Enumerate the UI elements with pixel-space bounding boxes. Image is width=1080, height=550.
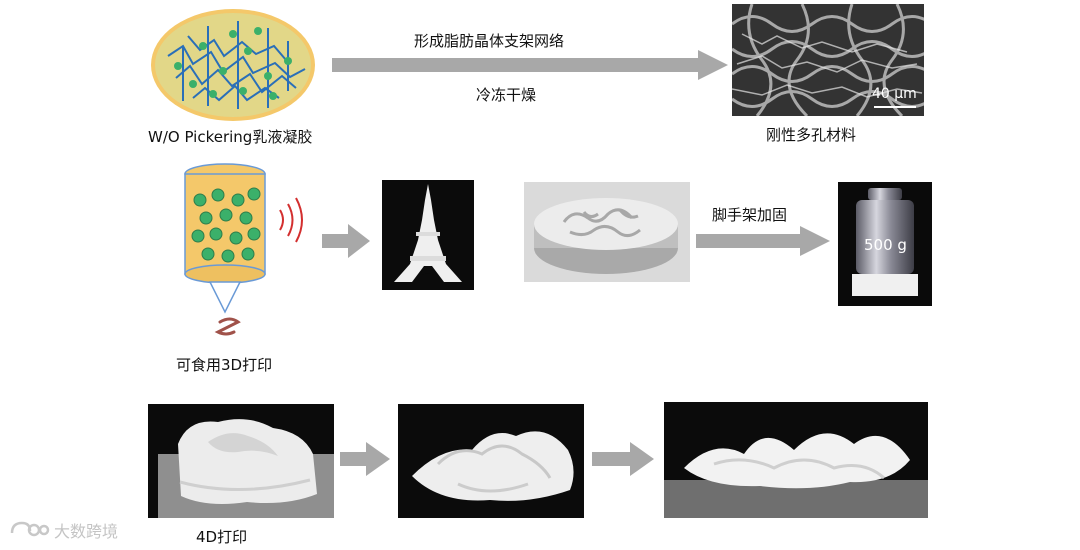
sem-scale-label: 40 μm xyxy=(872,86,917,102)
rigid-porous-material-label: 刚性多孔材料 xyxy=(766,126,857,144)
emulsion-gel-label: W/O Pickering乳液凝胶 xyxy=(148,128,313,146)
printed-disc-image xyxy=(524,182,690,282)
emulsion-gel-diagram xyxy=(151,9,315,121)
4d-print-stage-1-image xyxy=(148,404,334,518)
arrow-bottom-label: 冷冻干燥 xyxy=(476,86,537,104)
scaffold-reinforcement-label: 脚手架加固 xyxy=(712,206,788,224)
process-arrow-right xyxy=(696,226,830,256)
eiffel-tower-print-image xyxy=(382,180,474,290)
sem-micrograph-image: 40 μm xyxy=(732,4,924,116)
4d-print-stage-3-image xyxy=(664,402,928,518)
watermark: 大数跨境 xyxy=(8,518,118,542)
4d-print-stage-2-image xyxy=(398,404,584,518)
4d-printing-label: 4D打印 xyxy=(196,528,248,546)
process-arrow-right xyxy=(322,224,370,258)
process-arrow-right xyxy=(592,442,654,476)
watermark-text: 大数跨境 xyxy=(54,522,119,541)
arrow-top-label: 形成脂肪晶体支架网络 xyxy=(414,32,565,50)
print-nozzle-diagram xyxy=(184,163,303,336)
watermark-logo-icon xyxy=(10,521,50,537)
process-arrow-right xyxy=(332,50,728,80)
weight-on-material-image: 500 g xyxy=(838,182,932,306)
weight-mass-label: 500 g xyxy=(864,236,907,254)
process-arrow-right xyxy=(340,442,390,476)
edible-3d-printing-label: 可食用3D打印 xyxy=(176,356,273,374)
